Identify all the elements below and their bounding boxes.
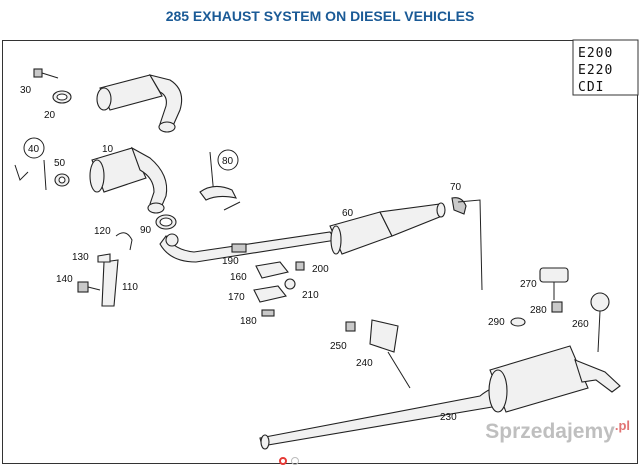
bolt-280 bbox=[551, 301, 563, 313]
model-cdi: CDI bbox=[578, 80, 604, 95]
gallery-pager bbox=[279, 452, 303, 470]
hanger-70 bbox=[451, 197, 483, 291]
label-240: 240 bbox=[356, 358, 373, 369]
nut-290 bbox=[510, 317, 526, 327]
clip-120 bbox=[115, 232, 133, 251]
watermark-suffix: .pl bbox=[614, 418, 630, 433]
model-e200: E200 bbox=[578, 46, 613, 61]
watermark-logo: Sprzedajemy.pl bbox=[485, 418, 630, 444]
bolt-180 bbox=[261, 309, 275, 317]
clamp-160 bbox=[255, 261, 289, 279]
clamp-20 bbox=[52, 90, 72, 104]
label-290: 290 bbox=[488, 317, 505, 328]
rear-muffler-230 bbox=[259, 345, 621, 450]
catalytic-converter-upper bbox=[96, 74, 183, 133]
clamp-190 bbox=[231, 243, 247, 253]
label-180: 180 bbox=[240, 316, 257, 327]
label-200: 200 bbox=[312, 264, 329, 275]
label-270: 270 bbox=[520, 279, 537, 290]
clamp-90 bbox=[155, 214, 177, 230]
label-10: 10 bbox=[102, 144, 114, 155]
bracket-80 bbox=[199, 149, 241, 211]
front-pipe-60 bbox=[159, 202, 446, 263]
label-190: 190 bbox=[222, 256, 239, 267]
model-box: E200 E220 CDI bbox=[572, 39, 639, 96]
label-40: 40 bbox=[28, 144, 40, 155]
label-170: 170 bbox=[228, 292, 245, 303]
bolt-250 bbox=[345, 321, 356, 332]
label-80: 80 bbox=[222, 156, 234, 167]
model-e220: E220 bbox=[578, 63, 613, 78]
label-110: 110 bbox=[122, 282, 138, 293]
pager-dot-1[interactable] bbox=[279, 457, 287, 465]
label-90: 90 bbox=[140, 225, 152, 236]
rubber-mount-260 bbox=[590, 292, 610, 353]
label-120: 120 bbox=[94, 226, 111, 237]
gasket-50 bbox=[54, 173, 70, 187]
bracket-110 bbox=[101, 259, 119, 307]
label-160: 160 bbox=[230, 272, 247, 283]
label-60: 60 bbox=[342, 208, 354, 219]
hanger-270 bbox=[539, 267, 569, 300]
label-50: 50 bbox=[54, 158, 66, 169]
label-20: 20 bbox=[44, 110, 56, 121]
bracket-240 bbox=[369, 319, 411, 389]
label-30: 30 bbox=[20, 85, 32, 96]
nut-210 bbox=[284, 278, 296, 290]
bracket-40 bbox=[14, 137, 47, 191]
diagram-frame bbox=[2, 40, 638, 464]
label-130: 130 bbox=[72, 252, 89, 263]
label-230: 230 bbox=[440, 412, 457, 423]
page-title: 285 EXHAUST SYSTEM ON DIESEL VEHICLES bbox=[165, 8, 475, 24]
clip-130 bbox=[97, 253, 111, 263]
label-210: 210 bbox=[302, 290, 319, 301]
watermark-text: Sprzedajemy bbox=[485, 420, 615, 443]
label-250: 250 bbox=[330, 341, 347, 352]
nut-200 bbox=[295, 261, 305, 271]
label-260: 260 bbox=[572, 319, 589, 330]
catalytic-converter-10 bbox=[89, 146, 168, 214]
clamp-170 bbox=[253, 285, 287, 303]
label-70: 70 bbox=[450, 182, 462, 193]
label-280: 280 bbox=[530, 305, 547, 316]
pager-dot-2[interactable] bbox=[291, 457, 299, 465]
bolt-30 bbox=[33, 68, 59, 79]
bolt-140 bbox=[77, 281, 101, 293]
label-140: 140 bbox=[56, 274, 73, 285]
